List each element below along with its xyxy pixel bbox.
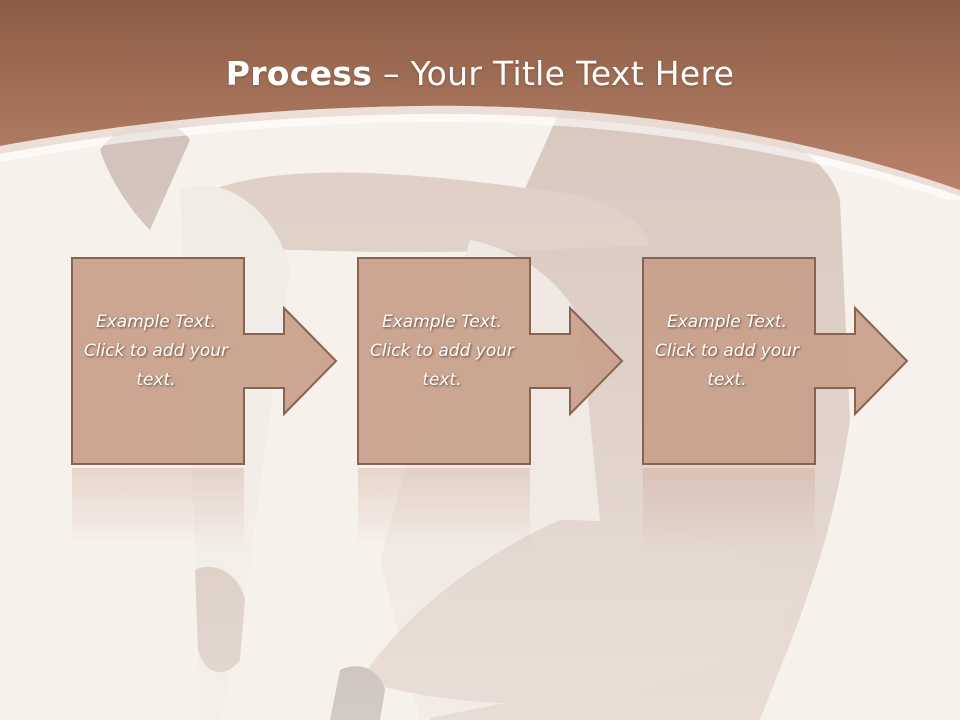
process-step-1[interactable]: Example Text. Click to add your text. [70,256,340,468]
step-2-reflection [358,468,530,548]
step-text: Example Text. Click to add your text. [83,312,228,390]
title-dash: – [372,54,411,93]
process-step-3[interactable]: Example Text. Click to add your text. [641,256,911,468]
step-text: Example Text. Click to add your text. [654,312,799,390]
slide-title[interactable]: Process – Your Title Text Here [0,54,960,93]
title-rest: Your Title Text Here [410,54,735,93]
arrow-box-shape [71,257,338,465]
arrow-box-shape [642,257,909,465]
title-bold: Process [225,54,373,93]
step-1-reflection [72,468,244,548]
header-band [0,0,960,200]
process-step-2[interactable]: Example Text. Click to add your text. [356,256,626,468]
step-text: Example Text. Click to add your text. [369,312,514,390]
arrow-box-shape [357,257,624,465]
step-3-reflection [643,468,815,548]
